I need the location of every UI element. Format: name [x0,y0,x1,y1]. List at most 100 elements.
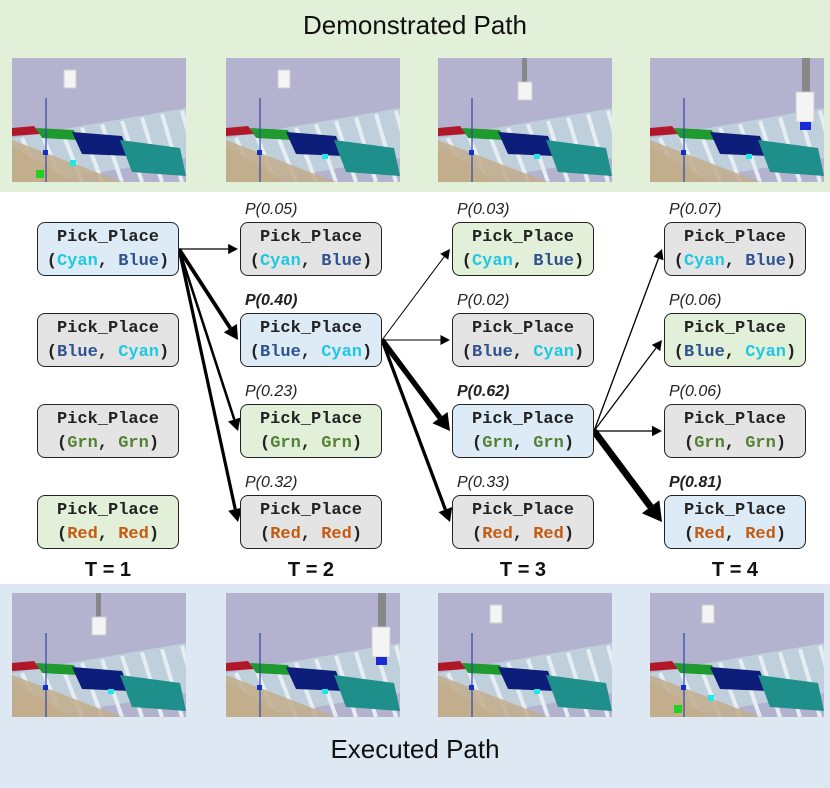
floor-shade [12,675,122,717]
probability-label: P(0.05) [245,201,298,218]
probability-label: P(0.32) [245,474,298,491]
green-block [36,170,44,178]
action-name: Pick_Place [56,501,160,520]
action-args: (Red, Red) [38,523,178,547]
paren-open: ( [683,434,695,453]
probability-label: P(0.06) [669,292,722,309]
arg-separator: , [97,252,119,271]
action-node-t2-3: Pick_Place(Grn, Grn) [240,404,382,458]
action-name: Pick_Place [259,410,363,429]
action-name: Pick_Place [471,501,575,520]
action-args: (Grn, Grn) [453,432,593,456]
action-node-t1-4: Pick_Place(Red, Red) [37,495,179,549]
arg-separator: , [300,434,322,453]
action-args: (Blue, Cyan) [453,341,593,365]
action-node-t4-3: Pick_Place(Grn, Grn) [664,404,806,458]
action-name: Pick_Place [56,228,160,247]
green-block [674,705,682,713]
floor-shade [438,140,548,182]
action-node-t2-4: Pick_Place(Red, Red) [240,495,382,549]
tray-teal [120,675,186,711]
arg-separator: , [512,525,534,544]
transition-arrowhead-12 [641,500,662,522]
demo-frame-1 [12,58,186,182]
action-name: Pick_Place [259,501,363,520]
paren-close: ) [148,525,160,544]
timestep-label-3: T = 3 [499,559,547,581]
action-args: (Red, Red) [453,523,593,547]
gripper [517,81,533,101]
arg-object: Blue [259,343,301,362]
arg-target: Grn [745,434,776,453]
transition-edge-5 [381,256,445,341]
paren-open: ( [249,343,260,362]
paren-open: ( [46,252,57,271]
arg-target: Grn [118,434,149,453]
timestep-label-2: T = 2 [287,559,335,581]
paren-open: ( [259,525,271,544]
tray-teal [120,140,186,176]
action-name: Pick_Place [471,410,575,429]
table-check [818,645,824,668]
cyan-block [708,695,714,701]
arg-target: Red [745,525,776,544]
arg-separator: , [724,525,746,544]
transition-arrowhead-11 [652,425,662,437]
held-block [800,122,811,130]
tray-red [226,661,254,671]
table-check [180,645,186,668]
tray-blue [72,132,130,156]
floor-shade [226,140,336,182]
arg-target: Red [118,525,149,544]
gripper [63,69,77,89]
action-node-t2-2: Pick_Place(Blue, Cyan) [240,313,382,367]
probability-label: P(0.06) [669,383,722,400]
transition-arrowhead-10 [651,340,662,352]
pole-marker [257,150,262,155]
transition-arrowhead-4 [228,507,243,522]
table-check [818,110,824,133]
probability-label: P(0.03) [457,201,510,218]
probability-label: P(0.23) [245,383,298,400]
paren-open: ( [471,525,483,544]
action-node-t3-3: Pick_Place (Grn, Grn) [452,404,594,458]
floor-shade [226,675,336,717]
demonstrated-path-title: Demonstrated Path [302,10,527,40]
transition-edge-3 [177,248,236,420]
cyan-block [322,689,328,694]
probability-label: P(0.40) [245,292,298,309]
transition-edge-12 [591,428,654,509]
arg-separator: , [97,434,119,453]
tray-blue [286,132,344,156]
paren-close: ) [775,525,787,544]
cyan-block [534,689,540,694]
tray-teal [334,675,400,711]
action-args: (Cyan, Blue) [453,250,593,274]
timestep-label-1: T = 1 [84,559,132,581]
transition-edge-9 [593,258,660,432]
action-args: (Cyan, Blue) [241,250,381,274]
tray-red [12,126,40,136]
timestep-label-4: T = 4 [711,559,759,581]
paren-close: ) [159,343,170,362]
probability-label: P(0.02) [457,292,510,309]
action-node-t2-1: Pick_Place(Cyan, Blue) [240,222,382,276]
paren-close: ) [148,434,160,453]
arg-target: Cyan [745,343,787,362]
arm [522,58,527,82]
arg-object: Cyan [259,252,301,271]
cyan-block [534,154,540,159]
transition-arrowhead-8 [438,507,453,522]
tray-teal [546,140,612,176]
action-name: Pick_Place [683,319,787,338]
paren-close: ) [362,343,373,362]
action-node-t3-4: Pick_Place (Red, Red) [452,495,594,549]
tray-red [438,126,466,136]
paren-close: ) [786,252,797,271]
cyan-block [108,689,114,694]
paren-open: ( [56,525,68,544]
arg-separator: , [512,252,534,271]
arg-target: Blue [321,252,363,271]
transition-arrowhead-6 [440,335,450,345]
paren-close: ) [351,434,363,453]
